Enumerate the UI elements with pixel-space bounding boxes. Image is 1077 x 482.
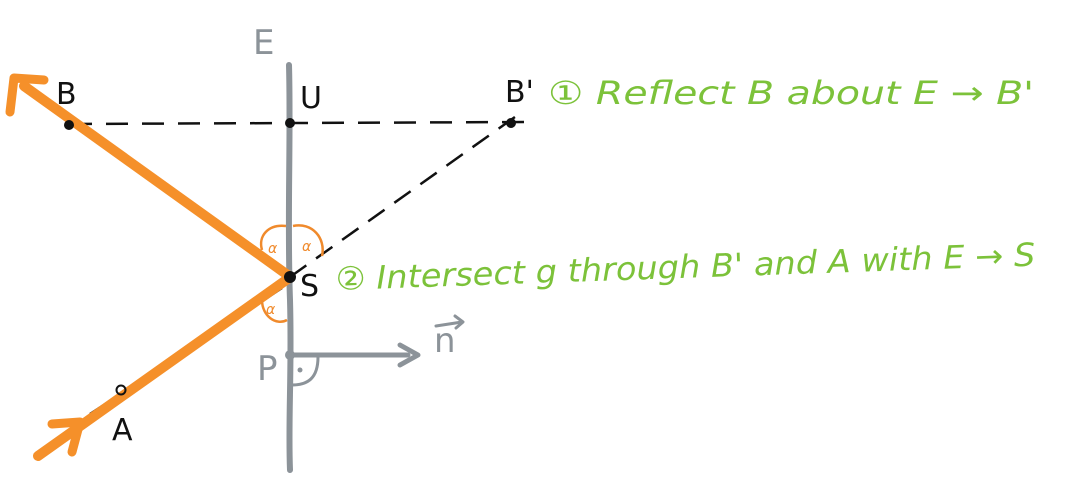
construction-line-b-bprime [69, 120, 525, 126]
point-u-dot [285, 118, 295, 128]
normal-label: n [434, 321, 456, 361]
step2-note: ② Intersect g through B' and A with E → … [335, 236, 1036, 298]
point-s-label: S [300, 269, 319, 304]
right-angle-dot [297, 367, 303, 373]
mirror-label: E [253, 23, 274, 63]
angle-label-left-upper: α [268, 241, 278, 257]
point-bprime-dot [506, 118, 516, 128]
point-u-label: U [300, 81, 322, 116]
point-bprime-label: B' [505, 75, 534, 110]
angle-arc-right-upper [292, 224, 324, 257]
point-s-dot [284, 271, 296, 283]
point-p-label: P [257, 349, 278, 389]
normal-vector-arrowhead [397, 342, 421, 368]
point-b-label: B [56, 77, 77, 112]
incident-ray-arrowhead [47, 417, 85, 457]
angle-label-right-upper: α [302, 239, 312, 255]
right-angle-mark [291, 356, 320, 387]
reflected-ray [19, 81, 294, 281]
construction-line-s-bprime [289, 110, 523, 279]
normal-label-arrow [434, 314, 465, 330]
angle-arc-left-lower [260, 299, 288, 323]
angle-arc-left-upper [259, 224, 287, 251]
point-a-dot [115, 384, 127, 396]
point-a-label: A [112, 413, 133, 448]
point-p-dot [285, 350, 295, 360]
reflected-ray-arrowhead [5, 73, 49, 117]
mirror-line [285, 62, 294, 473]
point-b-dot [64, 120, 74, 130]
step1-note: ① Reflect B about E → B' [548, 74, 1034, 112]
angle-label-left-lower: α [266, 302, 276, 318]
